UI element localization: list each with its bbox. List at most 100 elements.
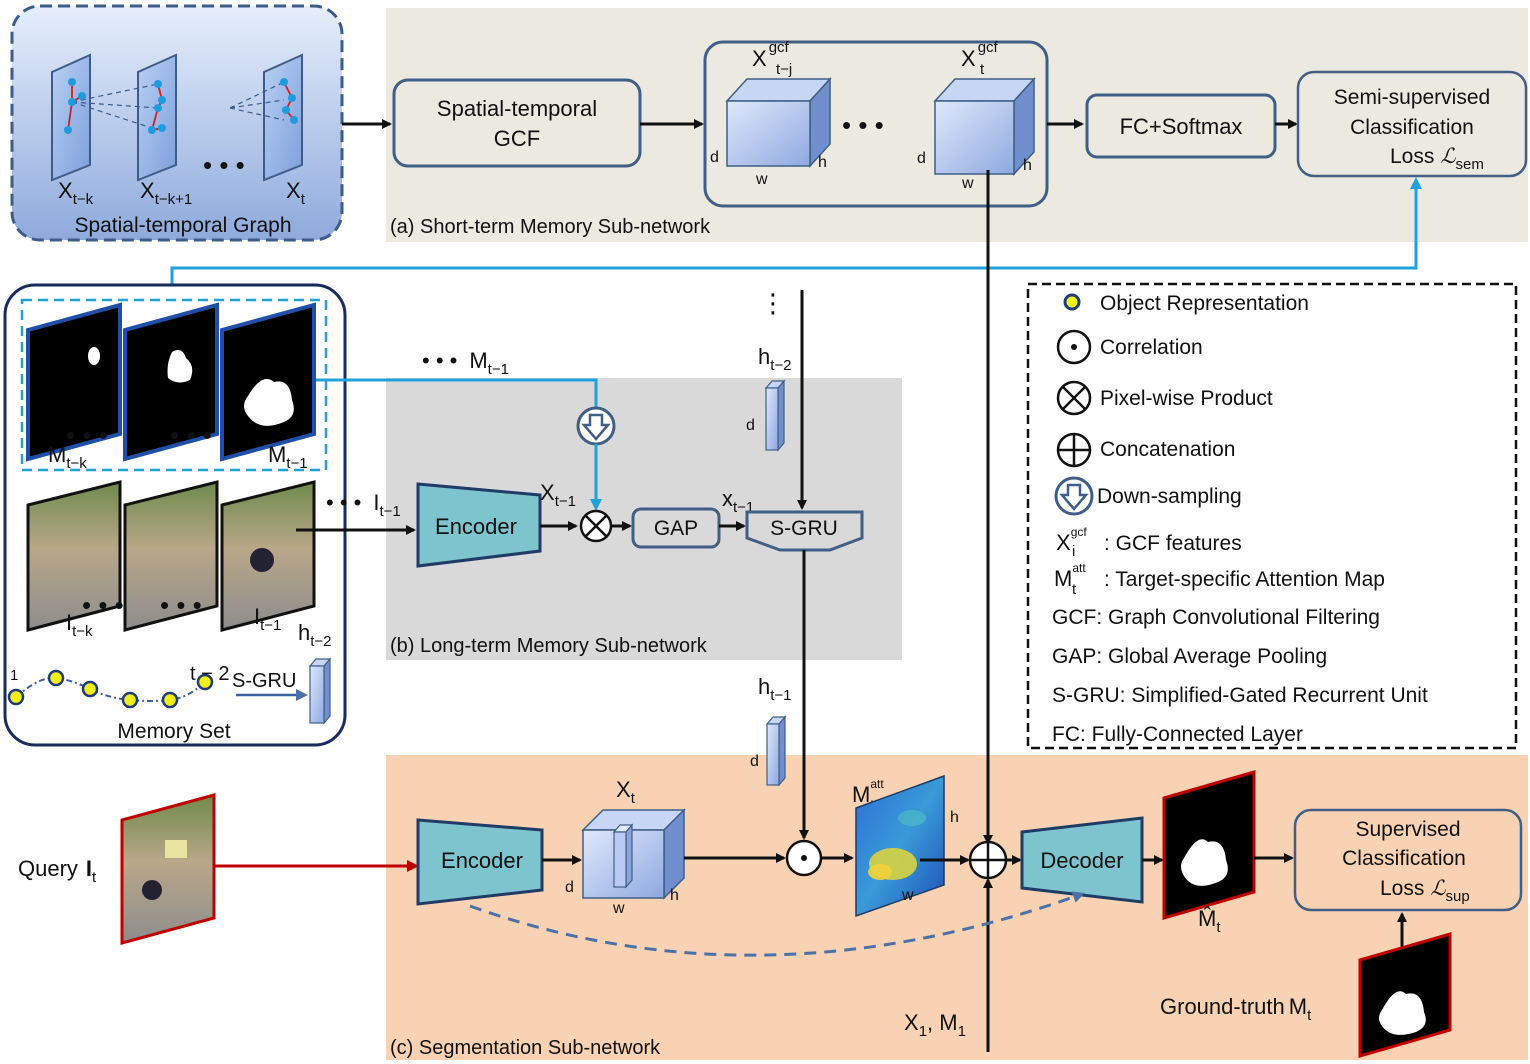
legend-product-icon	[1056, 380, 1092, 416]
ground-truth-mask	[1358, 932, 1452, 1058]
mask-label-2: M	[268, 442, 286, 467]
sup-loss-symbol: ℒ	[1430, 876, 1446, 900]
legend-gcf-sub: i	[1072, 543, 1075, 560]
semi-loss-sub: sem	[1455, 156, 1483, 173]
gt-label: Ground-truth	[1160, 994, 1285, 1019]
svg-text:ht−2: ht−2	[758, 344, 792, 374]
seg-xt-sub: t	[631, 790, 636, 807]
graph-frame-2	[137, 53, 177, 182]
video-frame-3	[220, 480, 316, 632]
legend-att-label: M	[1054, 566, 1072, 591]
legend-gcf-text: : GCF features	[1104, 532, 1242, 555]
concatenation-op	[968, 840, 1008, 880]
legend-downsample-icon	[1054, 476, 1094, 516]
lt-hout-label: h	[758, 674, 770, 699]
sup-line1: Supervised	[1355, 818, 1460, 841]
graph-frame-sub-1: t−k	[73, 191, 94, 208]
lt-i-sub: t−1	[379, 503, 400, 520]
lt-i-label: I	[373, 490, 379, 515]
mask-sub-1: t−k	[66, 455, 87, 472]
semi-line3: Loss	[1390, 145, 1434, 168]
cube2-sup: gcf	[978, 39, 999, 56]
svg-text:Xgcf: Xgcf	[752, 39, 790, 71]
downsample-icon	[576, 406, 616, 446]
memory-set-title: Memory Set	[117, 720, 230, 743]
svg-text:It−k: It−k	[66, 610, 93, 640]
query-i: I	[86, 856, 92, 881]
decoder-label: Decoder	[1040, 848, 1123, 873]
pixel-product-op	[579, 509, 613, 543]
lt-dots-i: • • •	[326, 490, 361, 515]
graph-dots: • • •	[203, 150, 245, 180]
gcf-line1: Spatial-temporal	[437, 96, 597, 121]
svg-text:Xt−1: Xt−1	[540, 480, 576, 510]
memory-nodes	[7, 669, 214, 709]
mask-dots-2: • • •	[170, 420, 212, 450]
mhat-sub: t	[1216, 919, 1221, 936]
gcf-line2: GCF	[494, 126, 540, 151]
att-dim-w: w	[901, 887, 914, 904]
decoder: Decoder	[1020, 816, 1144, 904]
svg-text:Xgcf: Xgcf	[1056, 525, 1087, 555]
init-m-label: , M	[927, 1010, 958, 1035]
graph-frame-1	[51, 53, 91, 182]
svg-text:Matt: Matt	[1054, 561, 1086, 591]
svg-text:Xt: Xt	[286, 178, 306, 208]
svg-text:• • •It−1: • • • It−1	[326, 490, 401, 520]
svg-text:ht−1: ht−1	[758, 674, 792, 704]
cube1-label: X	[752, 46, 767, 71]
lt-sgru-label: S-GRU	[770, 517, 838, 540]
lt-m-label: M	[469, 348, 487, 373]
att-sup: att	[870, 777, 884, 791]
svg-text:Mt−k: Mt−k	[48, 442, 87, 472]
init-x-label: X	[904, 1010, 919, 1035]
gt-m: M	[1289, 994, 1307, 1019]
frame-dots-2: • • •	[160, 590, 202, 620]
mask-to-downsample-line	[316, 378, 598, 408]
lt-dots-m: • • •	[422, 348, 457, 373]
graph-frame-sub-3: t	[301, 191, 306, 208]
long-term-encoder: Encoder	[416, 482, 542, 568]
svg-text:It−1: It−1	[254, 604, 281, 634]
legend-object-icon	[1063, 293, 1081, 311]
att-label: M	[852, 782, 870, 807]
legend-product: Pixel-wise Product	[1100, 387, 1273, 410]
lt-htop-sub: t−2	[770, 357, 791, 374]
cube2-dim-w: w	[961, 175, 974, 192]
svg-text:Matt: Matt	[852, 777, 884, 807]
graph-frame-label-2: X	[140, 178, 155, 203]
attention-map	[855, 774, 945, 918]
init-m-sub: 1	[958, 1023, 966, 1040]
graph-frame-sub-2: t−k+1	[155, 191, 193, 208]
query-label: Query	[18, 856, 78, 881]
legend-att-sup: att	[1072, 561, 1086, 575]
semi-line1: Semi-supervised	[1334, 86, 1490, 109]
legend-def-sgru: S-GRU: Simplified-Gated Recurrent Unit	[1052, 684, 1428, 707]
svg-text:ht−2: ht−2	[298, 620, 332, 650]
svg-text:M̂t: M̂t	[1198, 906, 1221, 936]
cube1-sup: gcf	[769, 39, 790, 56]
node-end-label: t − 2	[190, 663, 229, 685]
video-frame-2	[123, 480, 219, 632]
frame-label-2: I	[254, 604, 260, 629]
att-dim-h: h	[950, 809, 959, 826]
predicted-mask	[1162, 770, 1256, 920]
sup-line2: Classification	[1342, 847, 1466, 870]
segmentation-title: (c) Segmentation Sub-network	[390, 1037, 661, 1059]
gap-box: GAP	[631, 507, 721, 549]
lt-hout-sub: t−1	[770, 687, 791, 704]
query-sub: t	[92, 869, 97, 886]
lt-htop-vector	[764, 379, 786, 452]
lt-hout-dim: d	[750, 753, 759, 770]
legend-gcf-label: X	[1056, 530, 1071, 555]
frame-label-1: I	[66, 610, 72, 635]
svg-text:X1, M1: X1, M1	[904, 1010, 966, 1040]
seg-feature-cube	[581, 808, 686, 900]
